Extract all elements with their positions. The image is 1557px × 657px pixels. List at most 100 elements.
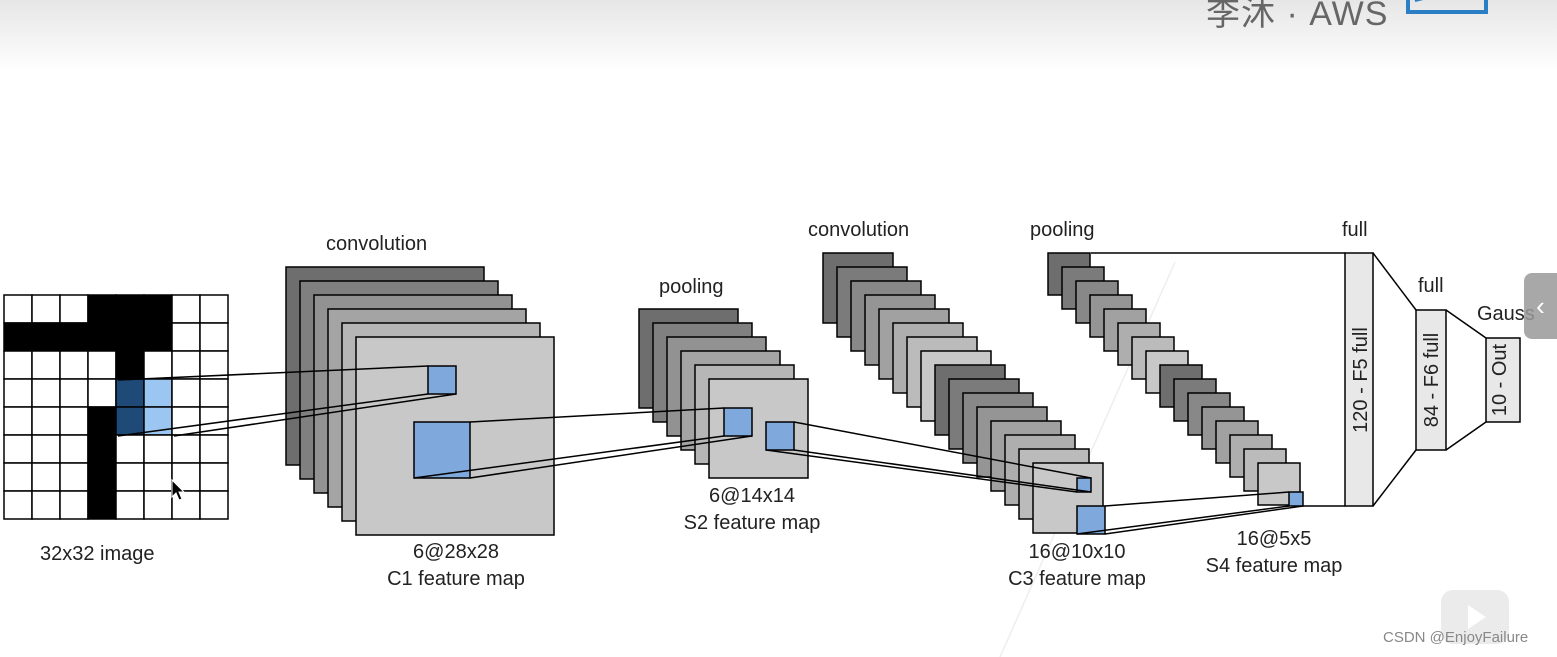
f5-layer-box <box>1344 252 1374 507</box>
s2-size-caption: 6@14x14 <box>709 485 795 507</box>
input-cell <box>143 322 173 352</box>
input-cell <box>199 462 229 492</box>
input-cell <box>87 434 117 464</box>
input-cell <box>59 322 89 352</box>
out-label: 10 - Out <box>1489 343 1511 416</box>
input-cell <box>171 322 201 352</box>
c3-size-caption: 16@10x10 <box>1028 541 1125 563</box>
f5-label: 120 - F5 full <box>1350 327 1372 433</box>
input-cell <box>87 490 117 520</box>
input-cell <box>199 322 229 352</box>
input-cell <box>59 294 89 324</box>
input-cell <box>143 378 173 408</box>
input-cell <box>171 294 201 324</box>
input-cell <box>115 378 145 408</box>
input-cell <box>31 462 61 492</box>
c3-name-caption: C3 feature map <box>1008 568 1146 590</box>
out-layer-box <box>1485 337 1521 423</box>
input-cell <box>31 322 61 352</box>
fc-connection-lines <box>1091 252 1487 507</box>
input-cell <box>171 378 201 408</box>
input-cell <box>3 490 33 520</box>
input-cell <box>143 294 173 324</box>
input-cell <box>3 434 33 464</box>
input-cell <box>199 294 229 324</box>
input-cell <box>87 378 117 408</box>
input-cell <box>143 350 173 380</box>
c1-name-caption: C1 feature map <box>387 568 525 590</box>
input-cell <box>31 490 61 520</box>
s2-pooled-unit <box>723 407 753 437</box>
c3-pooling-window <box>1076 505 1106 535</box>
input-cell <box>115 490 145 520</box>
play-icon[interactable] <box>1441 590 1509 644</box>
input-cell <box>3 350 33 380</box>
f6-layer-box <box>1415 309 1447 451</box>
s4-name-caption: S4 feature map <box>1206 555 1343 577</box>
input-cell <box>87 322 117 352</box>
input-cell <box>171 434 201 464</box>
input-cell <box>87 462 117 492</box>
input-cell <box>199 378 229 408</box>
input-cell <box>59 434 89 464</box>
c1-pooling-window <box>413 421 471 479</box>
s4-pooled-unit <box>1288 491 1304 507</box>
connection-lines <box>117 365 1304 535</box>
brand-text: 李沐 · AWS <box>1206 0 1389 33</box>
input-cell <box>31 350 61 380</box>
input-cell <box>31 434 61 464</box>
input-cell <box>3 294 33 324</box>
input-cell <box>3 406 33 436</box>
input-cell <box>115 294 145 324</box>
c1-feature-map-stack <box>285 266 555 536</box>
pool1-title: pooling <box>659 276 724 298</box>
input-cell <box>87 350 117 380</box>
input-cell <box>59 406 89 436</box>
input-cell <box>171 406 201 436</box>
input-caption: 32x32 image <box>40 543 155 565</box>
conv2-title: convolution <box>808 219 909 241</box>
input-cell <box>115 406 145 436</box>
conv1-title: convolution <box>326 233 427 255</box>
full1-title: full <box>1342 219 1368 241</box>
top-banner: 李沐 · AWS <box>0 0 1557 72</box>
input-cell <box>59 462 89 492</box>
input-cell <box>199 350 229 380</box>
input-cell <box>115 462 145 492</box>
input-cell <box>171 350 201 380</box>
f6-label: 84 - F6 full <box>1421 333 1443 427</box>
input-cell <box>87 294 117 324</box>
c1-receptive-field <box>427 365 457 395</box>
s4-size-caption: 16@5x5 <box>1237 528 1312 550</box>
input-image-grid <box>3 294 229 520</box>
input-cell <box>59 490 89 520</box>
input-cell <box>143 490 173 520</box>
brand-logo-icon <box>1406 0 1488 14</box>
s2-name-caption: S2 feature map <box>684 512 821 534</box>
input-cell <box>115 434 145 464</box>
chevron-left-icon[interactable]: ‹ <box>1524 273 1557 339</box>
input-cell <box>3 322 33 352</box>
s4-feature-map-stack <box>1047 252 1301 506</box>
input-cell <box>87 406 117 436</box>
input-cell <box>59 350 89 380</box>
input-cell <box>31 378 61 408</box>
input-cell <box>171 490 201 520</box>
input-cell <box>199 434 229 464</box>
input-cell <box>3 462 33 492</box>
input-cell <box>199 490 229 520</box>
input-cell <box>115 350 145 380</box>
input-cell <box>143 434 173 464</box>
mouse-cursor-icon <box>171 478 186 501</box>
watermark: CSDN @EnjoyFailure <box>1383 629 1529 646</box>
s2-conv-window <box>765 421 795 451</box>
full2-title: full <box>1418 275 1444 297</box>
gauss-title: Gauss <box>1477 303 1535 325</box>
input-cell <box>59 378 89 408</box>
input-cell <box>143 462 173 492</box>
input-cell <box>31 406 61 436</box>
c3-conv-unit <box>1076 477 1092 493</box>
input-cell <box>31 294 61 324</box>
input-cell <box>115 322 145 352</box>
